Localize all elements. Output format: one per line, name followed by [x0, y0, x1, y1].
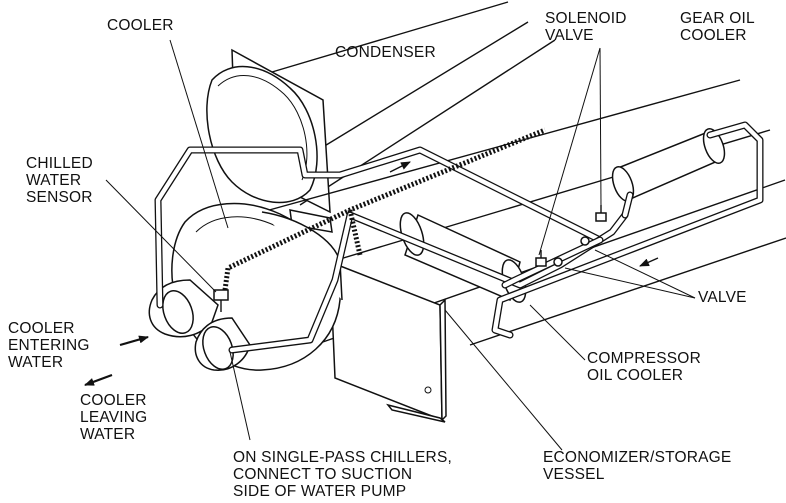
label-single-pass-note-line3: SIDE OF WATER PUMP [233, 483, 407, 500]
label-cooler-leaving-water-line3: WATER [80, 426, 136, 443]
label-cooler-entering-water-line2: ENTERING [8, 337, 90, 354]
label-economizer-storage-vessel-line1: ECONOMIZER/STORAGE [543, 449, 732, 466]
label-chilled-water-sensor-line2: WATER [26, 172, 82, 189]
label-compressor-oil-cooler: COMPRESSOR OIL COOLER [587, 350, 701, 384]
leader-lines [105, 39, 696, 451]
label-economizer-storage-vessel: ECONOMIZER/STORAGE VESSEL [543, 449, 731, 483]
label-solenoid-valve-line1: SOLENOID [545, 10, 627, 27]
economizer-support-plates [289, 209, 447, 423]
label-single-pass-note-line2: CONNECT TO SUCTION [233, 466, 413, 483]
water-piping [154, 121, 764, 354]
label-chilled-water-sensor: CHILLED WATER SENSOR [26, 155, 93, 206]
label-economizer-storage-vessel-line2: VESSEL [543, 466, 605, 483]
chilled-water-sensor [213, 289, 229, 312]
label-cooler-entering-water-line1: COOLER [8, 320, 75, 337]
sensor-cable [222, 127, 546, 291]
valve-2 [580, 236, 590, 246]
label-cooler-leaving-water-line2: LEAVING [80, 409, 148, 426]
label-compressor-oil-cooler-line1: COMPRESSOR [587, 350, 701, 367]
label-cooler-entering-water: COOLER ENTERING WATER [8, 320, 90, 371]
label-single-pass-note-line1: ON SINGLE-PASS CHILLERS, [233, 449, 452, 466]
label-valve: VALVE [698, 289, 747, 306]
label-cooler: COOLER [107, 17, 174, 34]
label-cooler-leaving-water-line1: COOLER [80, 392, 147, 409]
label-gear-oil-cooler-line2: COOLER [680, 27, 747, 44]
solenoid-valve-1 [535, 250, 547, 267]
label-chilled-water-sensor-line3: SENSOR [26, 189, 93, 206]
valves [535, 205, 607, 267]
label-chilled-water-sensor-line1: CHILLED [26, 155, 93, 172]
flow-arrows [84, 161, 659, 387]
label-solenoid-valve: SOLENOID VALVE [545, 10, 627, 44]
label-cooler-entering-water-line3: WATER [8, 354, 64, 371]
label-cooler-leaving-water: COOLER LEAVING WATER [80, 392, 147, 443]
label-condenser-text: CONDENSER [335, 44, 436, 61]
gear-oil-cooler-body [611, 128, 726, 202]
label-condenser: CONDENSER [335, 44, 436, 61]
label-gear-oil-cooler-line1: GEAR OIL [680, 10, 755, 27]
cooler-nozzles [148, 279, 251, 371]
valve-1 [553, 257, 563, 267]
condenser-tube-sheet [206, 48, 331, 214]
compressor-oil-cooler-body [399, 212, 527, 303]
label-solenoid-valve-line2: VALVE [545, 27, 594, 44]
label-cooler-text: COOLER [107, 17, 174, 34]
label-gear-oil-cooler: GEAR OIL COOLER [680, 10, 755, 44]
label-valve-text: VALVE [698, 289, 747, 306]
label-compressor-oil-cooler-line2: OIL COOLER [587, 367, 684, 384]
solenoid-valve-2 [595, 205, 607, 222]
label-single-pass-note: ON SINGLE-PASS CHILLERS, CONNECT TO SUCT… [233, 449, 452, 500]
